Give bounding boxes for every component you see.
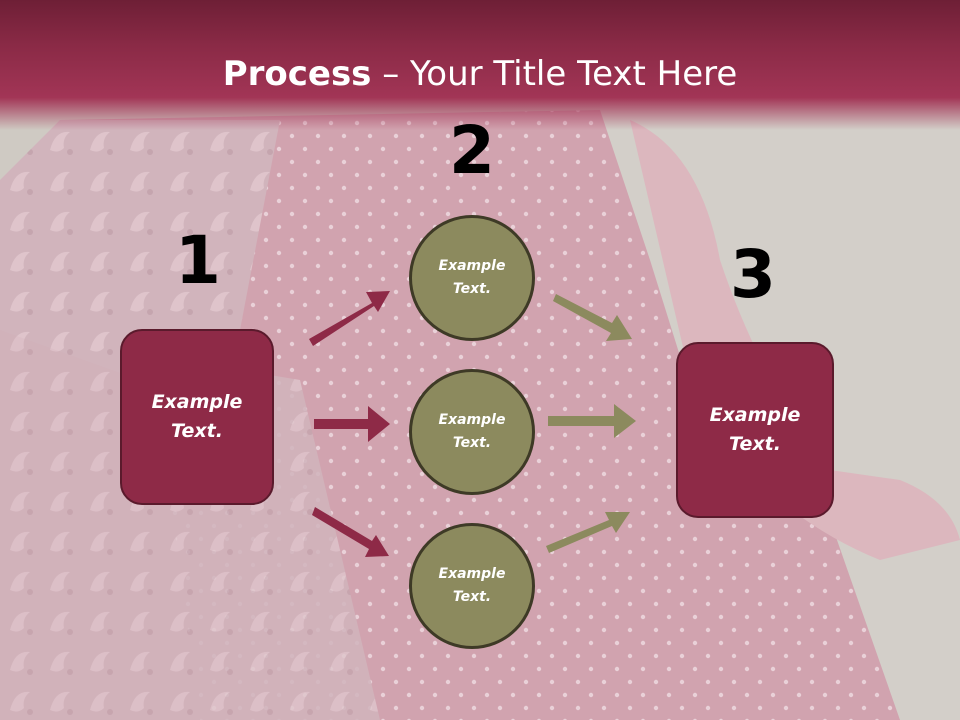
circle-bottom-line2: Text. [452, 589, 492, 605]
step-box-left: Example Text. [120, 329, 274, 505]
box-right-line1: Example [709, 404, 801, 426]
box-right-line2: Text. [729, 433, 781, 455]
step-number-3: 3 [730, 236, 776, 313]
arrow-right-down [546, 512, 630, 553]
step-number-2: 2 [449, 112, 495, 189]
circle-top-line2: Text. [452, 281, 492, 297]
circle-bottom-line1: Example [438, 566, 506, 582]
arrow-left-middle [314, 406, 390, 442]
step-box-right: Example Text. [676, 342, 834, 518]
title-bold: Process [222, 54, 372, 94]
step-circle-middle: Example Text. [409, 369, 535, 495]
step-circle-top: Example Text. [409, 215, 535, 341]
arrow-right-middle [548, 404, 636, 438]
slide-title: Process – Your Title Text Here [0, 52, 960, 96]
title-band [0, 0, 960, 130]
title-rest: – Your Title Text Here [371, 54, 738, 94]
box-left-line2: Text. [171, 420, 223, 442]
step-number-1: 1 [175, 222, 221, 299]
box-left-line1: Example [151, 391, 243, 413]
circle-top-line1: Example [438, 258, 506, 274]
arrow-left-down [312, 507, 389, 557]
arrow-right-up [553, 294, 632, 341]
circle-middle-line2: Text. [452, 435, 492, 451]
circle-middle-line1: Example [438, 412, 506, 428]
arrow-left-up [309, 291, 390, 346]
step-circle-bottom: Example Text. [409, 523, 535, 649]
